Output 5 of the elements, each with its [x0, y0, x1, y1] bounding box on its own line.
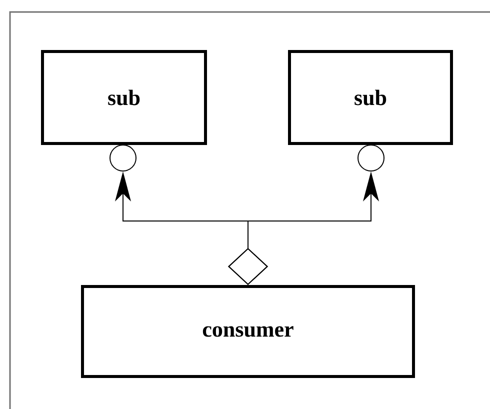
class-box: consumer — [81, 285, 415, 378]
interface-circle — [358, 144, 384, 172]
interface-circle — [110, 144, 136, 172]
class-box: sub — [41, 50, 207, 145]
class-box: sub — [288, 50, 453, 145]
